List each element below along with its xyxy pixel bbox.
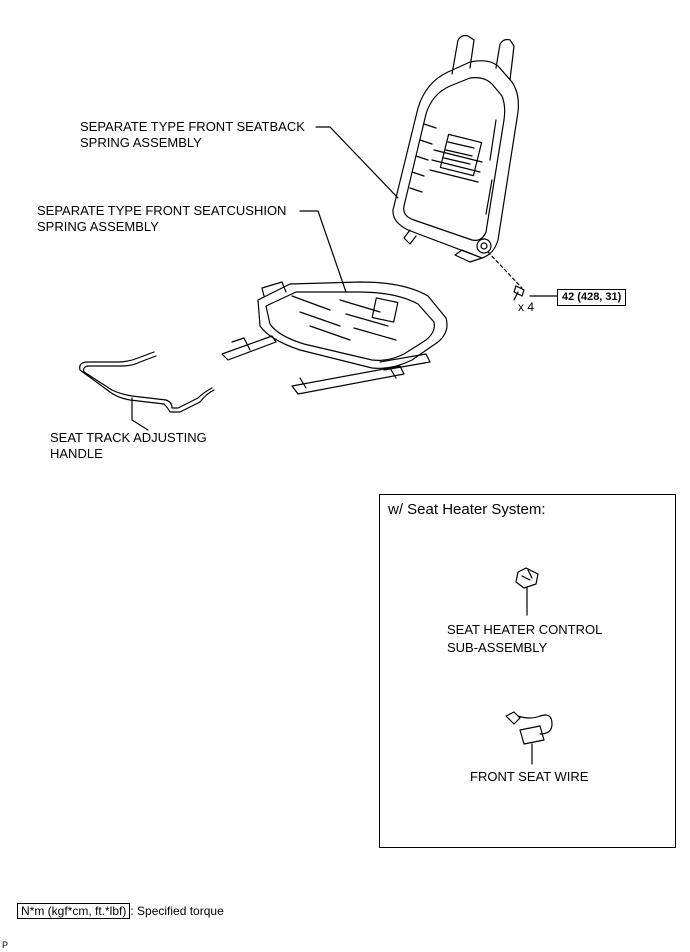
heater-control-label: SEAT HEATER CONTROL SUB-ASSEMBLY [447, 621, 602, 657]
seat-track-handle-drawing [79, 351, 215, 413]
heater-control-label-line2: SUB-ASSEMBLY [447, 640, 548, 655]
corner-code: P [2, 940, 9, 950]
handle-leader [131, 397, 149, 431]
handle-label-line1: SEAT TRACK ADJUSTING [50, 430, 207, 445]
seatcushion-leader [299, 210, 347, 293]
front-seat-wire-drawing [505, 711, 553, 765]
seatcushion-label-line1: SEPARATE TYPE FRONT SEATCUSHION [37, 203, 287, 218]
torque-value-box: 42 (428, 31) [557, 289, 627, 306]
legend-unit-box: N*m (kgf*cm, ft.*lbf) [17, 903, 131, 919]
torque-legend: N*m (kgf*cm, ft.*lbf): Specified torque [17, 903, 224, 919]
legend-text: : Specified torque [130, 904, 224, 918]
heater-panel-title: w/ Seat Heater System: [388, 501, 546, 518]
seatback-label-line1: SEPARATE TYPE FRONT SEATBACK [80, 119, 305, 134]
handle-label-line2: HANDLE [50, 446, 103, 461]
bolt-drawing [513, 285, 525, 301]
seatback-frame-drawing [392, 34, 519, 263]
seatcushion-frame-drawing [221, 281, 448, 395]
seatback-label-line2: SPRING ASSEMBLY [80, 135, 202, 150]
seatcushion-label: SEPARATE TYPE FRONT SEATCUSHION SPRING A… [37, 203, 286, 235]
bolt-quantity: x 4 [518, 300, 535, 314]
seatback-leader [315, 126, 399, 199]
heater-control-label-line1: SEAT HEATER CONTROL [447, 622, 603, 637]
heater-control-drawing [515, 567, 539, 616]
seat-heater-panel: w/ Seat Heater System: [379, 494, 676, 848]
handle-label: SEAT TRACK ADJUSTING HANDLE [50, 430, 207, 462]
seatcushion-label-line2: SPRING ASSEMBLY [37, 219, 159, 234]
bolt-alignment-line [487, 251, 523, 289]
front-seat-wire-label: FRONT SEAT WIRE [470, 769, 589, 784]
seatback-label: SEPARATE TYPE FRONT SEATBACK SPRING ASSE… [80, 119, 305, 151]
